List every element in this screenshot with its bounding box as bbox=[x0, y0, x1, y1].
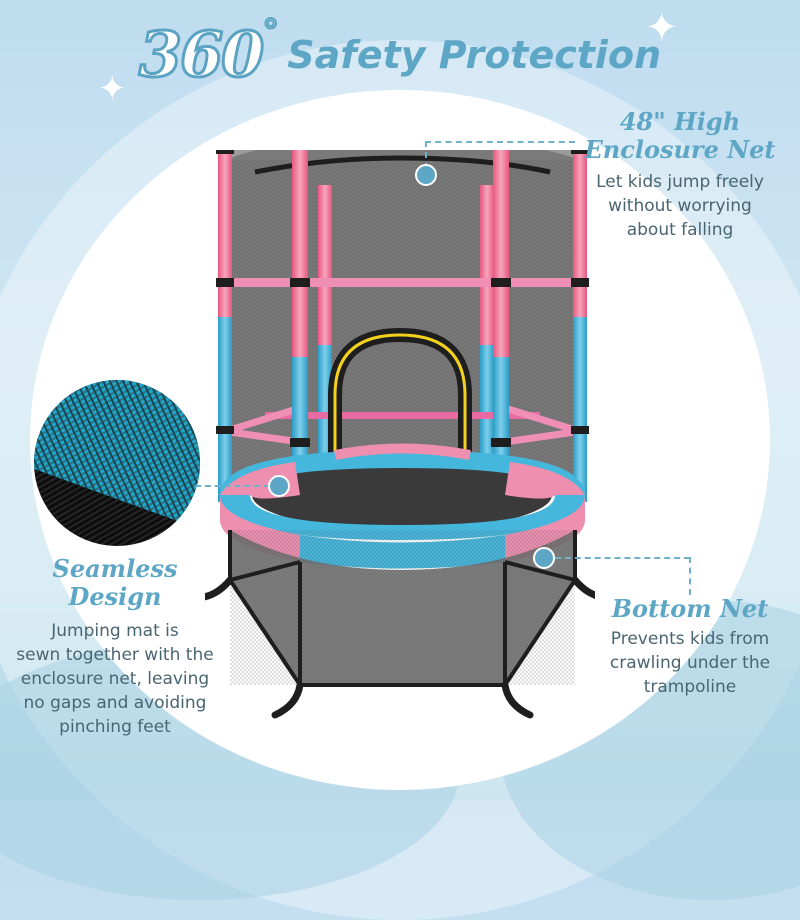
callout-heading: Design bbox=[68, 582, 162, 611]
callout-dot-seamless bbox=[268, 475, 290, 497]
callout-body: Let kids jump freely without worrying ab… bbox=[596, 172, 764, 240]
sparkle-icon: ✦ bbox=[645, 5, 679, 51]
mesh-detail-circle bbox=[34, 380, 200, 546]
callout-line bbox=[425, 141, 427, 169]
title-degree: ° bbox=[261, 11, 280, 53]
callout-line bbox=[195, 485, 270, 487]
callout-body: Jumping mat is sewn together with the en… bbox=[16, 621, 214, 737]
callout-heading: 48" High bbox=[619, 107, 741, 136]
page-title: 360°Safety Protection bbox=[0, 11, 800, 93]
callout-seamless-design: Seamless Design Jumping mat is sewn toge… bbox=[0, 555, 230, 739]
callout-dot-enclosure bbox=[415, 164, 437, 186]
callout-heading: Enclosure Net bbox=[584, 135, 776, 164]
title-number: 360 bbox=[137, 17, 265, 93]
callout-bottom-net: Bottom Net Prevents kids from crawling u… bbox=[585, 595, 795, 699]
callout-heading: Bottom Net bbox=[611, 594, 769, 623]
title-text: Safety Protection bbox=[287, 32, 662, 77]
callout-line bbox=[425, 141, 575, 143]
callout-dot-bottom-net bbox=[533, 547, 555, 569]
callout-line bbox=[689, 557, 691, 595]
callout-heading: Seamless bbox=[52, 554, 178, 583]
trampoline-illustration bbox=[205, 150, 595, 719]
callout-enclosure-net: 48" High Enclosure Net Let kids jump fre… bbox=[580, 108, 780, 242]
callout-line bbox=[555, 557, 690, 559]
callout-body: Prevents kids from crawling under the tr… bbox=[609, 629, 771, 697]
sparkle-icon: ✦ bbox=[98, 69, 127, 109]
